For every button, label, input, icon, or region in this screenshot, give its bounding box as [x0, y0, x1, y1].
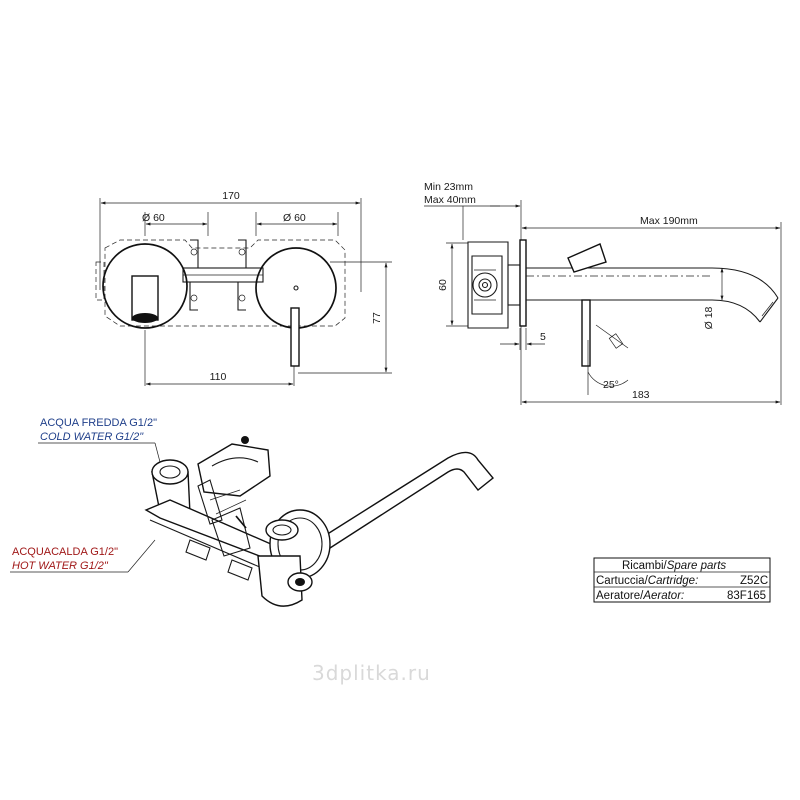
dim-spout-diameter: Ø 18: [703, 267, 724, 329]
dim-height: 77: [371, 262, 388, 373]
spare-parts-header: Ricambi/Spare parts: [622, 560, 726, 572]
svg-text:77: 77: [371, 312, 383, 324]
cold-water-label-en: COLD WATER G1/2": [40, 431, 144, 443]
isometric-view: ACQUA FREDDA G1/2" COLD WATER G1/2" ACQU…: [10, 417, 494, 607]
dim-left-diameter: Ø 60: [142, 212, 208, 226]
svg-text:Ø 18: Ø 18: [703, 306, 715, 329]
hot-water-label-it: ACQUACALDA G1/2": [12, 546, 118, 558]
dim-right-diameter: Ø 60: [256, 212, 338, 226]
svg-text:Max 190mm: Max 190mm: [640, 215, 698, 227]
spout-side: [526, 267, 779, 323]
hot-water-leader: [10, 539, 156, 573]
svg-text:Max 40mm: Max 40mm: [424, 194, 476, 206]
svg-text:183: 183: [632, 389, 650, 401]
svg-text:170: 170: [222, 190, 240, 202]
cold-water-label-it: ACQUA FREDDA G1/2": [40, 417, 157, 429]
dim-total-length: 183: [521, 389, 781, 404]
svg-text:Min 23mm: Min 23mm: [424, 181, 473, 193]
dim-plate-height: 60: [437, 242, 468, 327]
hot-water-label-en: HOT WATER G1/2": [12, 560, 109, 572]
side-view: Min 23mm Max 40mm Max 190mm 60: [424, 181, 782, 405]
spare-parts-table: Ricambi/Spare parts Cartuccia/Cartridge:…: [593, 557, 771, 603]
dim-max-spout: Max 190mm: [521, 215, 782, 405]
svg-text:60: 60: [437, 279, 449, 291]
dim-plate-thickness: 5: [500, 328, 546, 350]
svg-text:110: 110: [210, 371, 227, 383]
svg-text:Ø 60: Ø 60: [142, 212, 165, 224]
dim-overall-width: 170: [100, 190, 361, 205]
svg-text:Ø 60: Ø 60: [283, 212, 306, 224]
cold-water-leader: [38, 442, 161, 463]
cartridge-row: Cartuccia/Cartridge:: [596, 575, 698, 587]
watermark-text: 3dplitka.ru: [312, 661, 431, 685]
aerator-row: Aeratore/Aerator:: [596, 590, 684, 602]
front-view: 170 Ø 60 Ø 60 110 77: [95, 190, 392, 386]
svg-text:25°: 25°: [603, 379, 619, 391]
aerator-code: 83F165: [727, 590, 766, 602]
cartridge-code: Z52C: [740, 575, 768, 587]
hot-inlet: [257, 509, 331, 607]
dim-lever-angle: 25°: [587, 324, 629, 395]
svg-text:5: 5: [540, 331, 546, 343]
iso-spout: [316, 451, 494, 549]
dim-center-distance: 110: [145, 371, 294, 386]
